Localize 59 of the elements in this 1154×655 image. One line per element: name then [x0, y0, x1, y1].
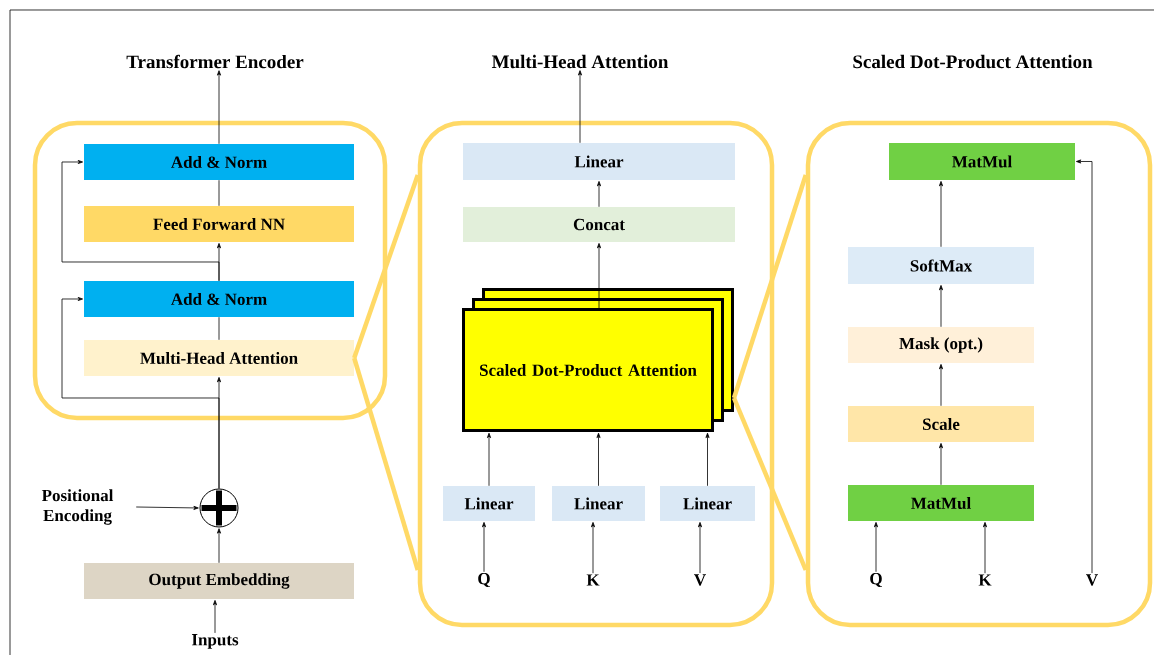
arrow: [874, 522, 878, 573]
arrow: [983, 522, 987, 574]
arrow: [698, 522, 702, 574]
attention-panel: [805, 120, 1153, 628]
layer-box: MatMul: [848, 485, 1034, 521]
arrow: [1076, 159, 1093, 574]
arrow: [939, 364, 943, 407]
arrow: [597, 181, 601, 208]
layer-box: Add & Norm: [84, 281, 354, 317]
layer-box: Concat: [463, 207, 735, 242]
layer-box: SoftMax: [848, 247, 1034, 284]
input-label: Positional Encoding: [41, 489, 114, 525]
arrow: [487, 432, 491, 487]
zoom-line: [352, 357, 420, 571]
residual-arrow: [61, 297, 220, 489]
layer-box: Scale: [848, 406, 1034, 442]
layer-box: Output Embedding: [84, 563, 354, 599]
residual-arrow: [61, 160, 220, 282]
input-label: K: [978, 574, 992, 586]
encoder-panel: [32, 120, 388, 421]
zoom-line: [731, 397, 808, 571]
layer-box: Linear: [463, 143, 735, 180]
layer-box: Linear: [660, 486, 755, 521]
layer-box: Add & Norm: [84, 144, 354, 180]
arrow: [482, 522, 486, 573]
arrow: [217, 70, 221, 145]
input-label: V: [1086, 574, 1098, 586]
connector-line: [218, 316, 220, 341]
attention-stack: Scaled Dot-Product Attention: [462, 288, 734, 432]
layer-box: Mask (opt.): [848, 327, 1034, 363]
input-label: Inputs: [191, 634, 239, 649]
input-label: V: [694, 574, 706, 586]
layer-box: Linear: [443, 486, 535, 521]
panel-heading: Transformer Encoder: [126, 54, 304, 69]
connector-line: [218, 179, 220, 207]
input-label: Q: [870, 573, 882, 587]
arrow: [578, 70, 582, 144]
arrow: [217, 528, 221, 564]
arrow: [939, 443, 943, 486]
attention-panel: [417, 120, 775, 628]
arrow: [705, 432, 710, 487]
input-label: K: [586, 574, 600, 586]
panel-heading: Scaled Dot-Product Attention: [853, 54, 1093, 69]
arrow: [213, 600, 217, 634]
arrow: [939, 285, 943, 328]
layer-box: Multi-Head Attention: [84, 340, 354, 376]
layer-box: MatMul: [889, 143, 1075, 180]
zoom-line: [731, 174, 808, 399]
zoom-line: [352, 174, 420, 359]
input-label: Q: [478, 573, 490, 587]
arrow: [135, 505, 199, 510]
layer-box: Linear: [552, 486, 645, 521]
arrow: [597, 243, 601, 309]
arrow: [596, 432, 601, 487]
arrow: [939, 181, 943, 248]
arrow: [591, 522, 595, 574]
adder-symbol: [199, 488, 239, 528]
layer-box: Feed Forward NN: [84, 206, 354, 242]
panel-heading: Multi-Head Attention: [491, 54, 669, 69]
